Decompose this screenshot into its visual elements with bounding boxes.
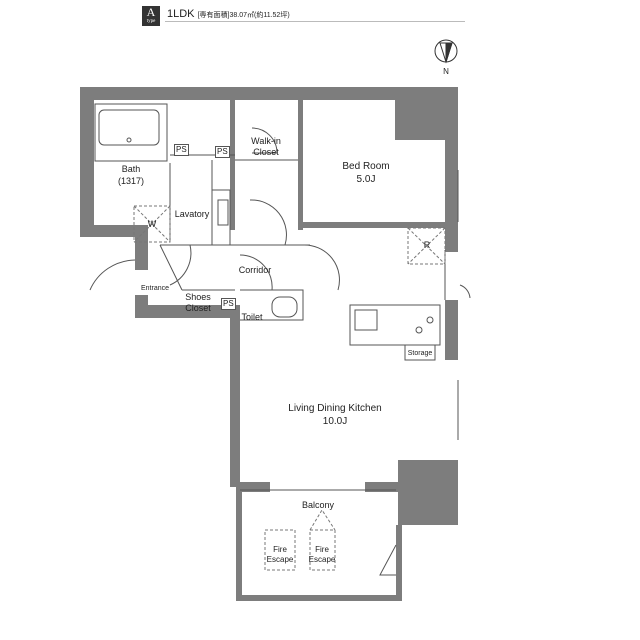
header-rule [165,21,465,22]
label-shoes-closet: Closet [185,303,211,313]
label-bath: Bath [121,164,141,174]
type-badge-letter: A [146,5,156,19]
appliance-spaces [133,205,446,571]
layout-type: 1LDK [167,8,195,20]
label-storage: Storage [407,350,433,357]
label-ps-2: PS [215,146,230,158]
layout-title: 1LDK [専有面積]38.07㎡(約11.52坪) [167,8,290,20]
type-badge: A type [142,6,160,26]
label-bedroom: Bed Room [342,161,390,172]
label-bedroom-size: 5.0J [356,174,376,185]
label-shoes: Shoes [185,292,211,302]
label-toilet: Toilet [241,312,263,322]
walls [80,87,458,601]
label-entrance: Entrance [140,285,170,292]
label-bath-size: (1317) [117,176,145,186]
label-ps-3: PS [221,298,236,310]
label-balcony: Balcony [301,500,335,510]
type-badge-sub: type [146,19,156,24]
compass-icon [434,39,458,64]
label-walkin-closet: Closet [253,147,279,157]
label-ps-1: PS [174,144,189,156]
label-fire-escape-1: Fire [273,545,287,554]
label-lavatory: Lavatory [174,209,210,219]
label-fire-escape-1b: Escape [266,555,294,564]
area-text: [専有面積]38.07㎡(約11.52坪) [197,12,290,19]
interior-lines [94,103,459,576]
label-fire-escape-2b: Escape [308,555,336,564]
label-ldk: Living Dining Kitchen [288,403,382,414]
door-swings [89,127,471,299]
label-walkin: Walk-in [251,136,281,146]
compass-label: N [443,67,449,76]
label-fire-escape-2: Fire [315,545,329,554]
label-corridor: Corridor [238,265,272,275]
label-washer: W [147,219,157,229]
label-fridge: R [423,240,431,250]
label-ldk-size: 10.0J [322,416,348,427]
